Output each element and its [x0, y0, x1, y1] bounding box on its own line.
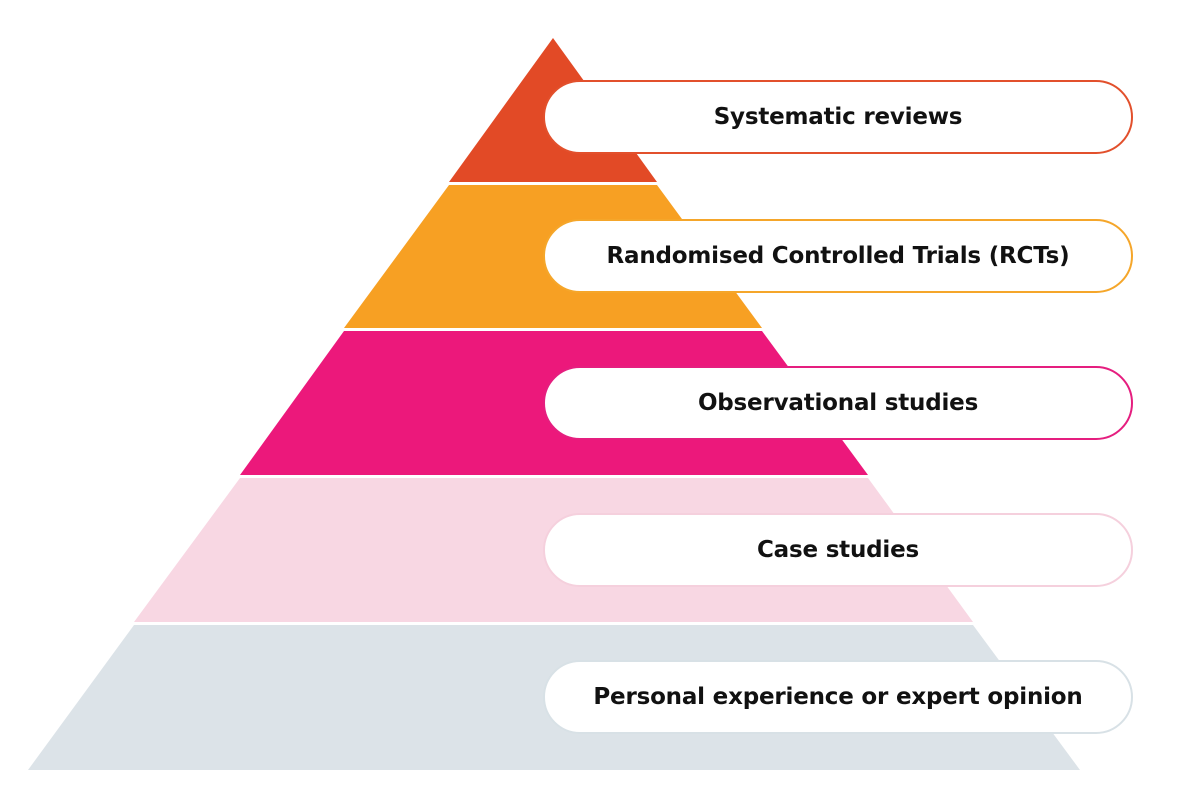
level-label-systematic-reviews: Systematic reviews	[543, 80, 1133, 154]
level-label-rcts: Randomised Controlled Trials (RCTs)	[543, 219, 1133, 293]
level-label-observational-studies: Observational studies	[543, 366, 1133, 440]
level-label-case-studies: Case studies	[543, 513, 1133, 587]
level-label-expert-opinion: Personal experience or expert opinion	[543, 660, 1133, 734]
